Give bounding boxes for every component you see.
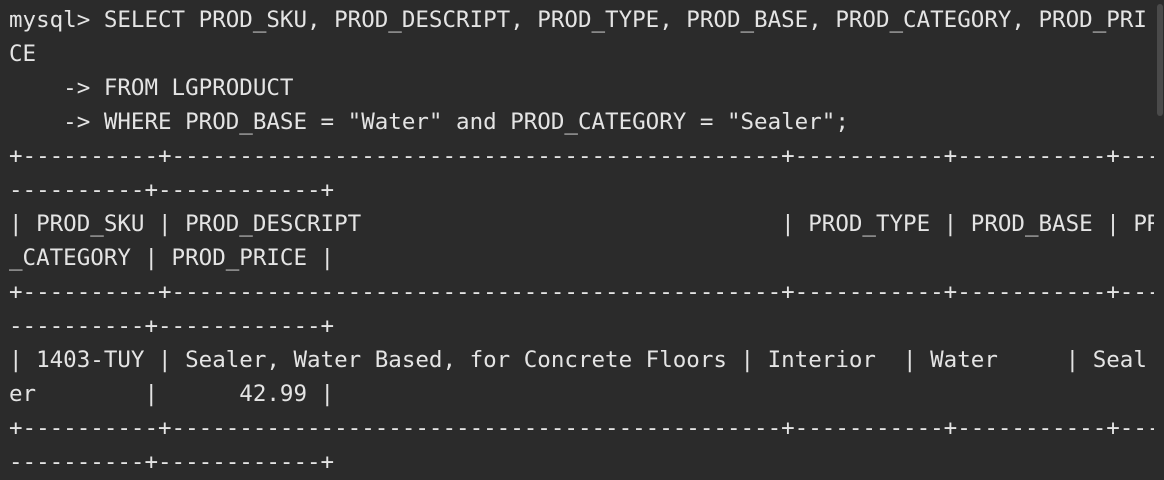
table-border-mid: +----------+----------------------------… [9, 279, 1154, 305]
terminal-line-from: -> FROM LGPRODUCT [9, 75, 294, 101]
table-row-wrap: er | 42.99 | [9, 381, 335, 407]
table-border-bottom: +----------+----------------------------… [9, 415, 1154, 441]
table-header-row-wrap: _CATEGORY | PROD_PRICE | [9, 245, 335, 271]
terminal-line-prompt: mysql> SELECT PROD_SKU, PROD_DESCRIPT, P… [9, 7, 1147, 33]
table-header-row: | PROD_SKU | PROD_DESCRIPT | PROD_TYPE |… [9, 211, 1154, 237]
table-border-top: +----------+----------------------------… [9, 143, 1154, 169]
table-border-mid-wrap: ----------+------------+ [9, 313, 335, 339]
table-row: | 1403-TUY | Sealer, Water Based, for Co… [9, 347, 1147, 373]
table-border-top-wrap: ----------+------------+ [9, 177, 335, 203]
scrollbar[interactable] [1154, 0, 1164, 480]
scrollbar-thumb[interactable] [1157, 4, 1163, 116]
table-border-bottom-wrap: ----------+------------+ [9, 449, 335, 475]
terminal-output: mysql> SELECT PROD_SKU, PROD_DESCRIPT, P… [9, 3, 1154, 479]
terminal-line-prompt-wrap: CE [9, 41, 37, 67]
terminal-line-where: -> WHERE PROD_BASE = "Water" and PROD_CA… [9, 109, 849, 135]
